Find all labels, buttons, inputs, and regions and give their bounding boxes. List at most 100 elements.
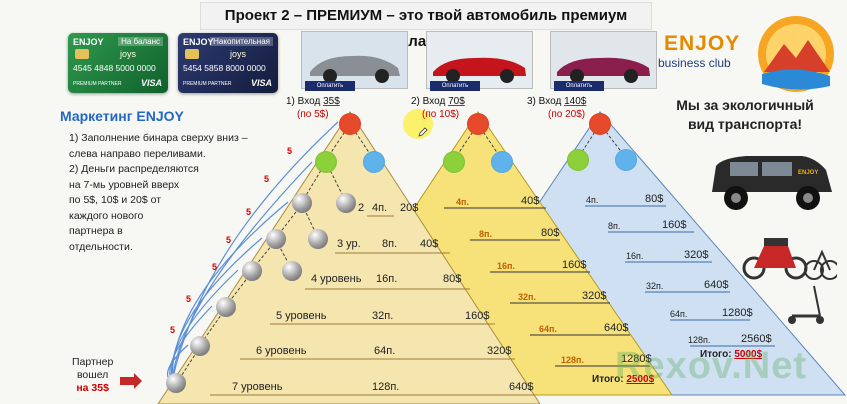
p3-row-count: 4п. <box>586 195 599 205</box>
p1-row-count: 8п. <box>382 238 398 250</box>
p1-row-amount: 160$ <box>465 310 490 322</box>
car-icon <box>427 32 532 88</box>
p2-row-amount: 1280$ <box>621 353 652 365</box>
card-name: joys <box>230 49 247 59</box>
avatar-green-2 <box>443 151 465 173</box>
suv-image: ENJOY <box>706 140 836 220</box>
car-image-3 <box>550 31 657 89</box>
p3-row-count: 64п. <box>670 309 688 319</box>
entry-label: 1) Вход <box>286 96 321 107</box>
avatar-blue-1 <box>363 151 385 173</box>
total-label: Итого: <box>592 374 624 385</box>
p3-total: Итого: 5000$ <box>700 349 762 360</box>
entry-label: 2) Вход <box>411 96 446 107</box>
scooter-icon <box>742 228 840 328</box>
pyramid-1 <box>157 111 541 404</box>
partner-note: Партнер вошел на 35$ <box>72 356 113 395</box>
p1-row-amount: 40$ <box>420 238 439 250</box>
p1-row-count: 16п. <box>376 273 398 285</box>
p1-row-amount: 80$ <box>443 273 462 285</box>
partner-ball <box>166 373 186 393</box>
card-label: Накопительная <box>210 37 273 46</box>
suv-badge: ENJOY <box>798 170 819 176</box>
car-icon <box>551 32 656 88</box>
partner-ball <box>336 193 356 213</box>
p2-row-amount: 80$ <box>541 227 560 239</box>
p2-total: Итого: 2500$ <box>592 374 654 385</box>
arc-label: 5 <box>170 325 176 335</box>
car-icon <box>302 32 407 88</box>
partner-ball <box>308 229 328 249</box>
arc-label: 5 <box>246 207 252 217</box>
marketing-line: 2) Деньги распределяются <box>69 163 199 175</box>
p2-row-amount: 320$ <box>582 290 607 302</box>
p3-row-amount: 320$ <box>684 249 709 261</box>
visa-logo: VISA <box>140 78 162 88</box>
car-image-2 <box>426 31 533 89</box>
savings-card: ENJOY Накопительная joys 5454 5858 8000 … <box>178 33 278 93</box>
arc-label: 5 <box>212 262 218 272</box>
p1-row-level: 6 уровень <box>256 345 307 357</box>
pay-button-1[interactable]: Оплатить <box>305 81 355 91</box>
arc-label: 5 <box>264 174 270 184</box>
pay-button-2[interactable]: Оплатить <box>430 81 480 91</box>
p2-row-count: 4п. <box>456 197 469 207</box>
pencil-icon <box>418 124 428 137</box>
pay-button-3[interactable]: Оплатить <box>554 81 604 91</box>
marketing-line: каждого нового <box>69 209 144 222</box>
logo-name: ENJOY <box>664 32 741 55</box>
partner-ball <box>282 261 302 281</box>
p1-row-level: 4 уровень <box>311 273 362 285</box>
avatar-top-2 <box>467 113 489 135</box>
card-name: joys <box>120 49 137 59</box>
p1-row-level: 2 <box>358 202 365 214</box>
partner-line: вошел <box>76 369 109 381</box>
marketing-line: слева направо переливами. <box>69 147 206 160</box>
p1-row-level: 7 уровень <box>232 381 283 393</box>
card-label: На баланс <box>118 37 163 46</box>
eco-line-2: вид транспорта! <box>687 116 803 132</box>
partner-line: на 35$ <box>76 382 109 394</box>
p3-row-amount: 640$ <box>704 279 729 291</box>
marketing-line: на 7-мь уровней вверх <box>69 178 180 191</box>
p1-row-amount: 640$ <box>509 381 534 393</box>
p1-row-count: 64п. <box>374 345 396 357</box>
entry-amount: 35$ <box>323 96 340 107</box>
arc-label: 5 <box>287 146 293 156</box>
p3-row-amount: 2560$ <box>741 333 772 345</box>
entry-sub-1: (по 5$) <box>297 109 329 120</box>
watermark: Rexov.Net <box>615 345 808 387</box>
entry-sub-3: (по 20$) <box>548 109 586 120</box>
card-small: PREMIUM PARTNER <box>73 81 122 87</box>
card-brand: ENJOY <box>73 37 104 47</box>
entry-3: 3) Вход 140$ <box>527 96 586 107</box>
p2-row-amount: 640$ <box>604 322 629 334</box>
p1-row-count: 32п. <box>372 310 394 322</box>
entry-sub-2: (по 10$) <box>422 109 460 120</box>
card-number: 5454 5858 8000 0000 <box>183 63 266 73</box>
marketing-line: по 5$, 10$ и 20$ от <box>69 194 162 206</box>
p2-row-count: 32п. <box>518 292 536 302</box>
partner-ball <box>190 336 210 356</box>
avatar-green-3 <box>567 149 589 171</box>
logo-text: ENJOY business club <box>658 32 741 70</box>
avatar-green-1 <box>315 151 337 173</box>
avatar-top-1 <box>339 113 361 135</box>
p1-row-level: 5 уровень <box>276 310 327 322</box>
balance-card: ENJOY На баланс joys 4545 4848 5000 0000… <box>68 33 168 93</box>
p3-row-count: 16п. <box>626 251 644 261</box>
card-small: PREMIUM PARTNER <box>183 81 232 87</box>
partner-ball <box>266 229 286 249</box>
p3-row-count: 32п. <box>646 281 664 291</box>
total-label: Итого: <box>700 349 732 360</box>
total-value: 5000$ <box>734 349 763 360</box>
p2-row-count: 8п. <box>479 229 492 239</box>
partner-ball <box>242 261 262 281</box>
marketing-line: партнера в <box>69 225 123 237</box>
p1-row-level: 3 ур. <box>337 238 361 250</box>
card-number: 4545 4848 5000 0000 <box>73 63 156 73</box>
partner-ball <box>292 193 312 213</box>
total-value: 2500$ <box>626 374 655 385</box>
entry-amount: 140$ <box>564 96 587 107</box>
